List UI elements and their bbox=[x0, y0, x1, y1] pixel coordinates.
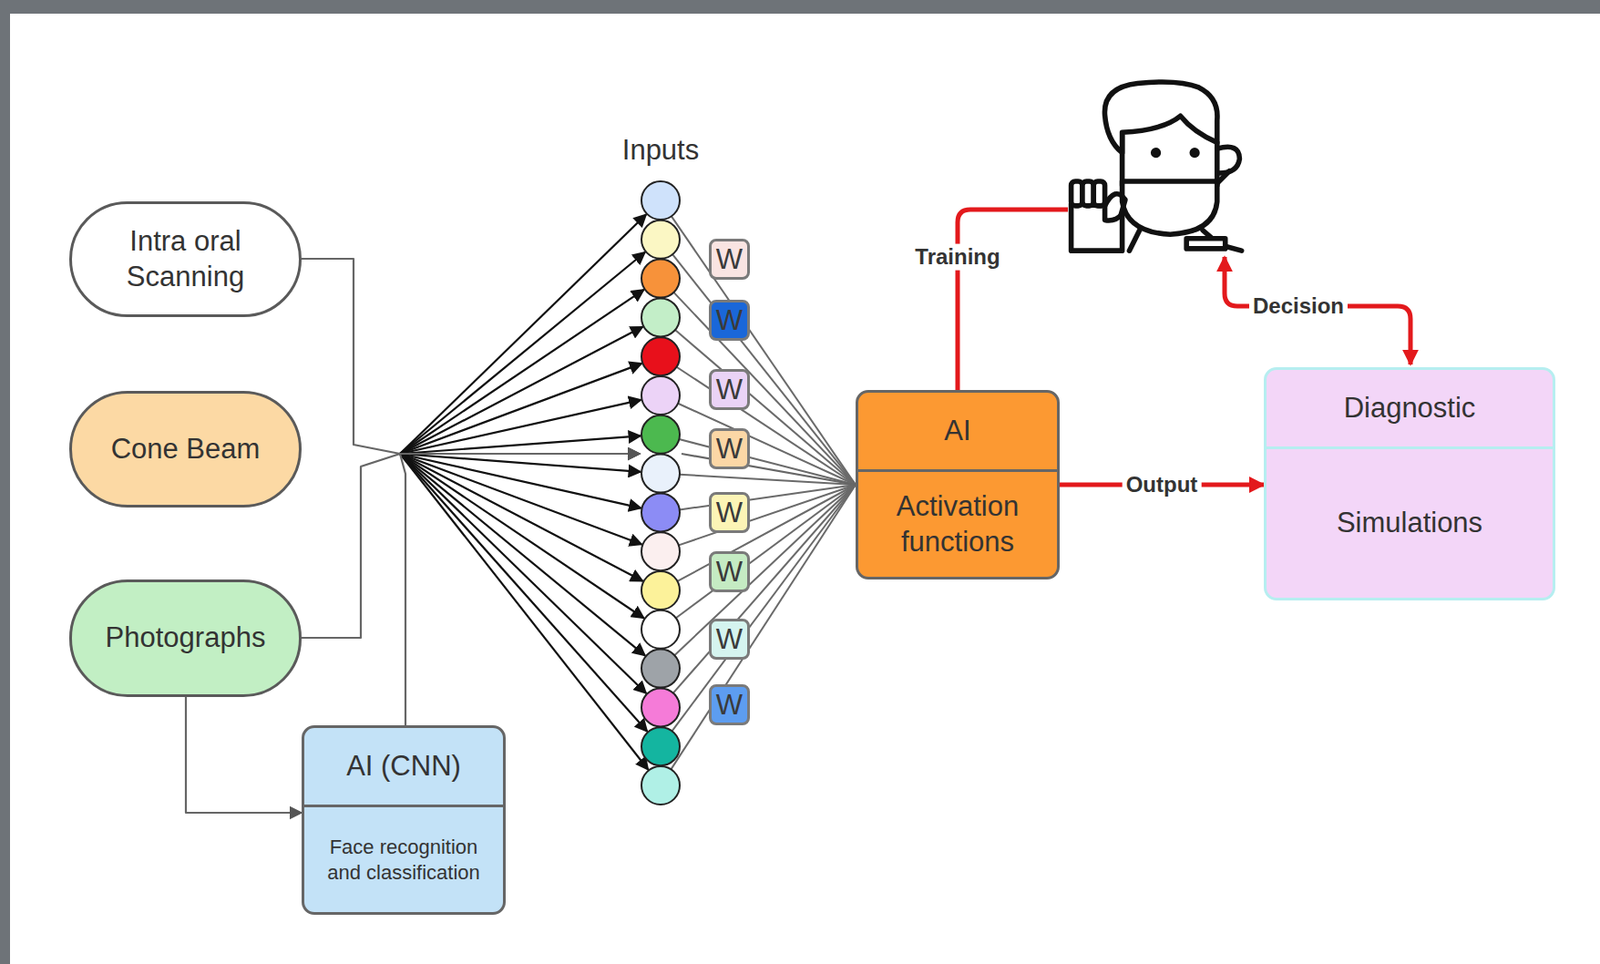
fan-line bbox=[676, 484, 856, 618]
fan-line bbox=[677, 403, 856, 485]
fan-line bbox=[400, 453, 647, 694]
weight-fan-lines bbox=[670, 215, 856, 770]
box-text: Simulations bbox=[1266, 505, 1553, 542]
connector bbox=[185, 697, 302, 813]
connector bbox=[400, 453, 640, 726]
weight-box: W bbox=[708, 369, 750, 411]
source-pill: Intra oral Scanning bbox=[69, 201, 302, 318]
fan-line bbox=[674, 484, 856, 656]
weight-box: W bbox=[708, 684, 750, 726]
box-heading: AI (CNN) bbox=[304, 748, 503, 785]
fan-line bbox=[673, 292, 856, 485]
box-header: Diagnostic bbox=[1266, 369, 1553, 450]
box-body: Simulations bbox=[1266, 449, 1553, 598]
output-box: DiagnosticSimulations bbox=[1263, 367, 1556, 601]
input-neurons bbox=[639, 178, 682, 808]
fan-line bbox=[400, 453, 648, 770]
source-pill: Cone Beam bbox=[69, 390, 302, 508]
fan-line bbox=[400, 214, 647, 454]
node-label: Photographs bbox=[71, 620, 299, 657]
fan-line bbox=[400, 400, 642, 454]
node-label: Intra oral Scanning bbox=[71, 224, 299, 296]
input-fan-arrows bbox=[400, 214, 648, 770]
decision-line-up bbox=[1224, 256, 1238, 307]
box-header: AI bbox=[858, 392, 1057, 472]
fan-line bbox=[671, 215, 856, 485]
fan-line bbox=[400, 435, 641, 454]
box-header: AI (CNN) bbox=[304, 728, 503, 808]
connector bbox=[301, 453, 640, 638]
box-text: Activation functions bbox=[858, 489, 1057, 561]
training-line bbox=[957, 209, 1068, 390]
fan-line bbox=[676, 367, 856, 485]
weight-box: W bbox=[708, 618, 750, 660]
fan-line bbox=[400, 453, 645, 619]
fan-line bbox=[400, 453, 646, 657]
fan-line bbox=[675, 329, 856, 485]
input-column: Inputs bbox=[639, 178, 682, 808]
weight-box: W bbox=[708, 428, 750, 470]
weight-box: W bbox=[708, 551, 750, 593]
weight-label: W bbox=[716, 245, 743, 274]
fan-line bbox=[676, 484, 856, 582]
weight-label: W bbox=[716, 498, 743, 527]
column-heading: Inputs bbox=[622, 133, 699, 169]
line-label: Decision bbox=[1249, 293, 1348, 320]
box-heading: Diagnostic bbox=[1266, 390, 1553, 427]
connector bbox=[681, 453, 856, 485]
box-text: Face recognition and classification bbox=[304, 834, 503, 885]
fan-line bbox=[679, 484, 856, 510]
fan-line bbox=[672, 254, 856, 485]
line-label: Training bbox=[911, 244, 1004, 271]
weight-label: W bbox=[716, 375, 743, 404]
fan-line bbox=[678, 439, 856, 485]
weight-label: W bbox=[716, 625, 743, 654]
box-body: Activation functions bbox=[858, 471, 1057, 577]
edge-label: Output bbox=[1122, 471, 1202, 499]
fan-line bbox=[400, 453, 644, 582]
doctor-icon bbox=[1071, 82, 1242, 251]
box-heading: AI bbox=[858, 413, 1057, 450]
fan-line bbox=[670, 484, 856, 770]
weight-label: W bbox=[716, 306, 743, 335]
weight-box: W bbox=[708, 238, 750, 280]
weight-box: W bbox=[708, 492, 750, 534]
node-label: Cone Beam bbox=[71, 431, 299, 468]
fan-line bbox=[672, 484, 856, 731]
weight-label: W bbox=[716, 434, 743, 463]
fan-line bbox=[673, 484, 856, 694]
fan-line bbox=[400, 327, 644, 454]
fan-line bbox=[400, 453, 647, 732]
fan-line bbox=[400, 363, 642, 454]
fan-line bbox=[400, 289, 645, 454]
weight-label: W bbox=[716, 557, 743, 586]
cnn-box: AI (CNN) Face recognition and classificat… bbox=[301, 725, 506, 915]
fan-line bbox=[400, 252, 646, 454]
weight-box: W bbox=[708, 299, 750, 341]
box-body: Face recognition and classification bbox=[304, 807, 503, 913]
source-pill: Photographs bbox=[69, 579, 302, 698]
weight-label: W bbox=[716, 690, 743, 719]
ai-box: AI Activation functions bbox=[855, 389, 1060, 580]
connector bbox=[301, 258, 640, 454]
